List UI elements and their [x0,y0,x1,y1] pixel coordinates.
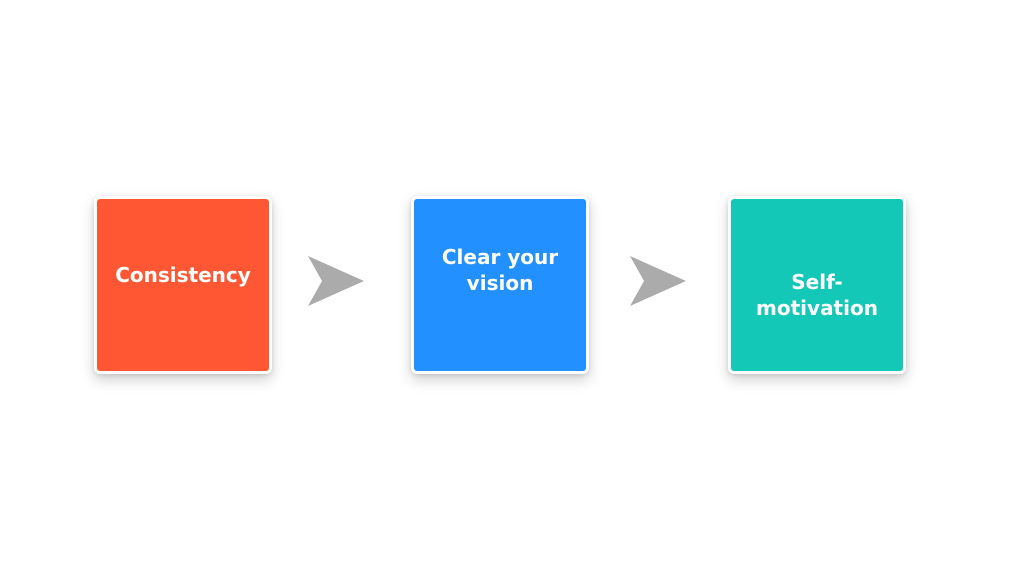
step-label-clear-your-vision: Clear your vision [441,245,559,295]
arrow-right-icon [308,256,364,306]
arrow-shape [308,256,364,306]
step-card-clear-your-vision: Clear your vision [411,196,589,374]
arrow-right-icon [630,256,686,306]
step-label-self-motivation: Self-motivation [756,270,878,320]
step-label-consistency: Consistency [115,263,251,287]
step-card-consistency: Consistency [94,196,272,374]
arrow-shape [630,256,686,306]
step-card-self-motivation: Self-motivation [728,196,906,374]
